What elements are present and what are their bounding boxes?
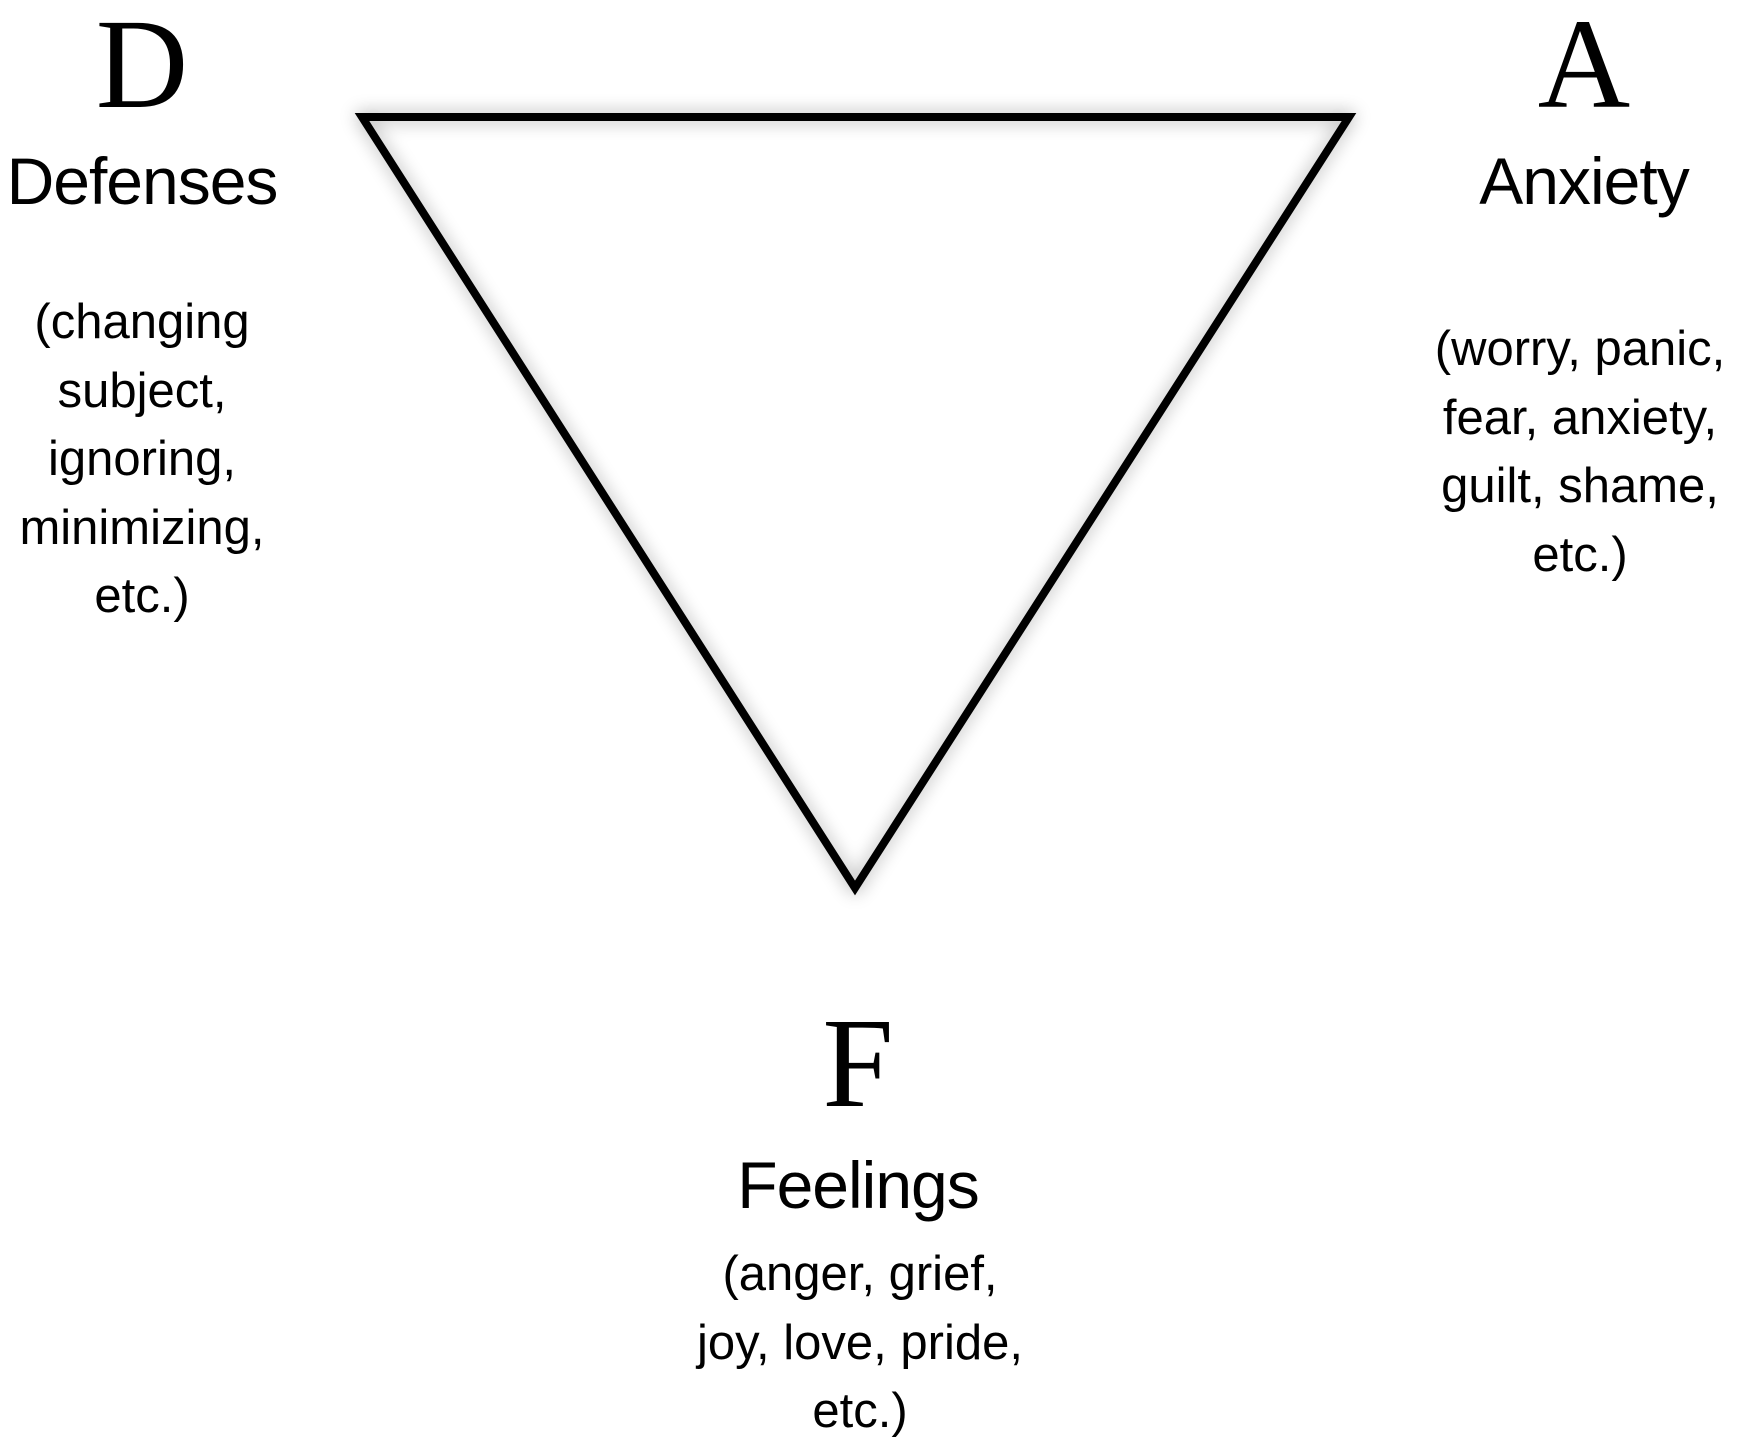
anxiety-example-line: fear, anxiety, [1442, 390, 1718, 445]
defenses-example-line: ignoring, [48, 432, 236, 486]
defenses-example-line: (changing [34, 295, 250, 349]
anxiety-example-line: guilt, shame, [1441, 459, 1719, 513]
feelings-example-line: (anger, grief, [722, 1247, 998, 1301]
anxiety-title: Anxiety [1479, 144, 1689, 218]
feelings-title: Feelings [737, 1148, 979, 1222]
defenses-example-line: subject, [57, 363, 227, 418]
feelings-letter: F [822, 992, 894, 1134]
feelings-examples: (anger, grief, joy, love, pride, etc.) [697, 1240, 1023, 1446]
defenses-example-line: minimizing, [19, 500, 265, 555]
feelings-example-line: joy, love, pride, [697, 1315, 1023, 1370]
anxiety-letter: A [1537, 0, 1631, 135]
defenses-title: Defenses [6, 144, 279, 218]
anxiety-example-line: etc.) [1532, 527, 1628, 582]
anxiety-example-line: (worry, panic, [1434, 322, 1726, 376]
defenses-examples: (changing subject, ignoring, minimizing,… [19, 288, 264, 631]
feelings-example-line: etc.) [812, 1384, 908, 1438]
defenses-letter: D [95, 0, 189, 135]
anxiety-examples: (worry, panic, fear, anxiety, guilt, sha… [1435, 315, 1725, 589]
defenses-example-line: etc.) [94, 569, 190, 623]
triangle-shape [354, 113, 1357, 896]
